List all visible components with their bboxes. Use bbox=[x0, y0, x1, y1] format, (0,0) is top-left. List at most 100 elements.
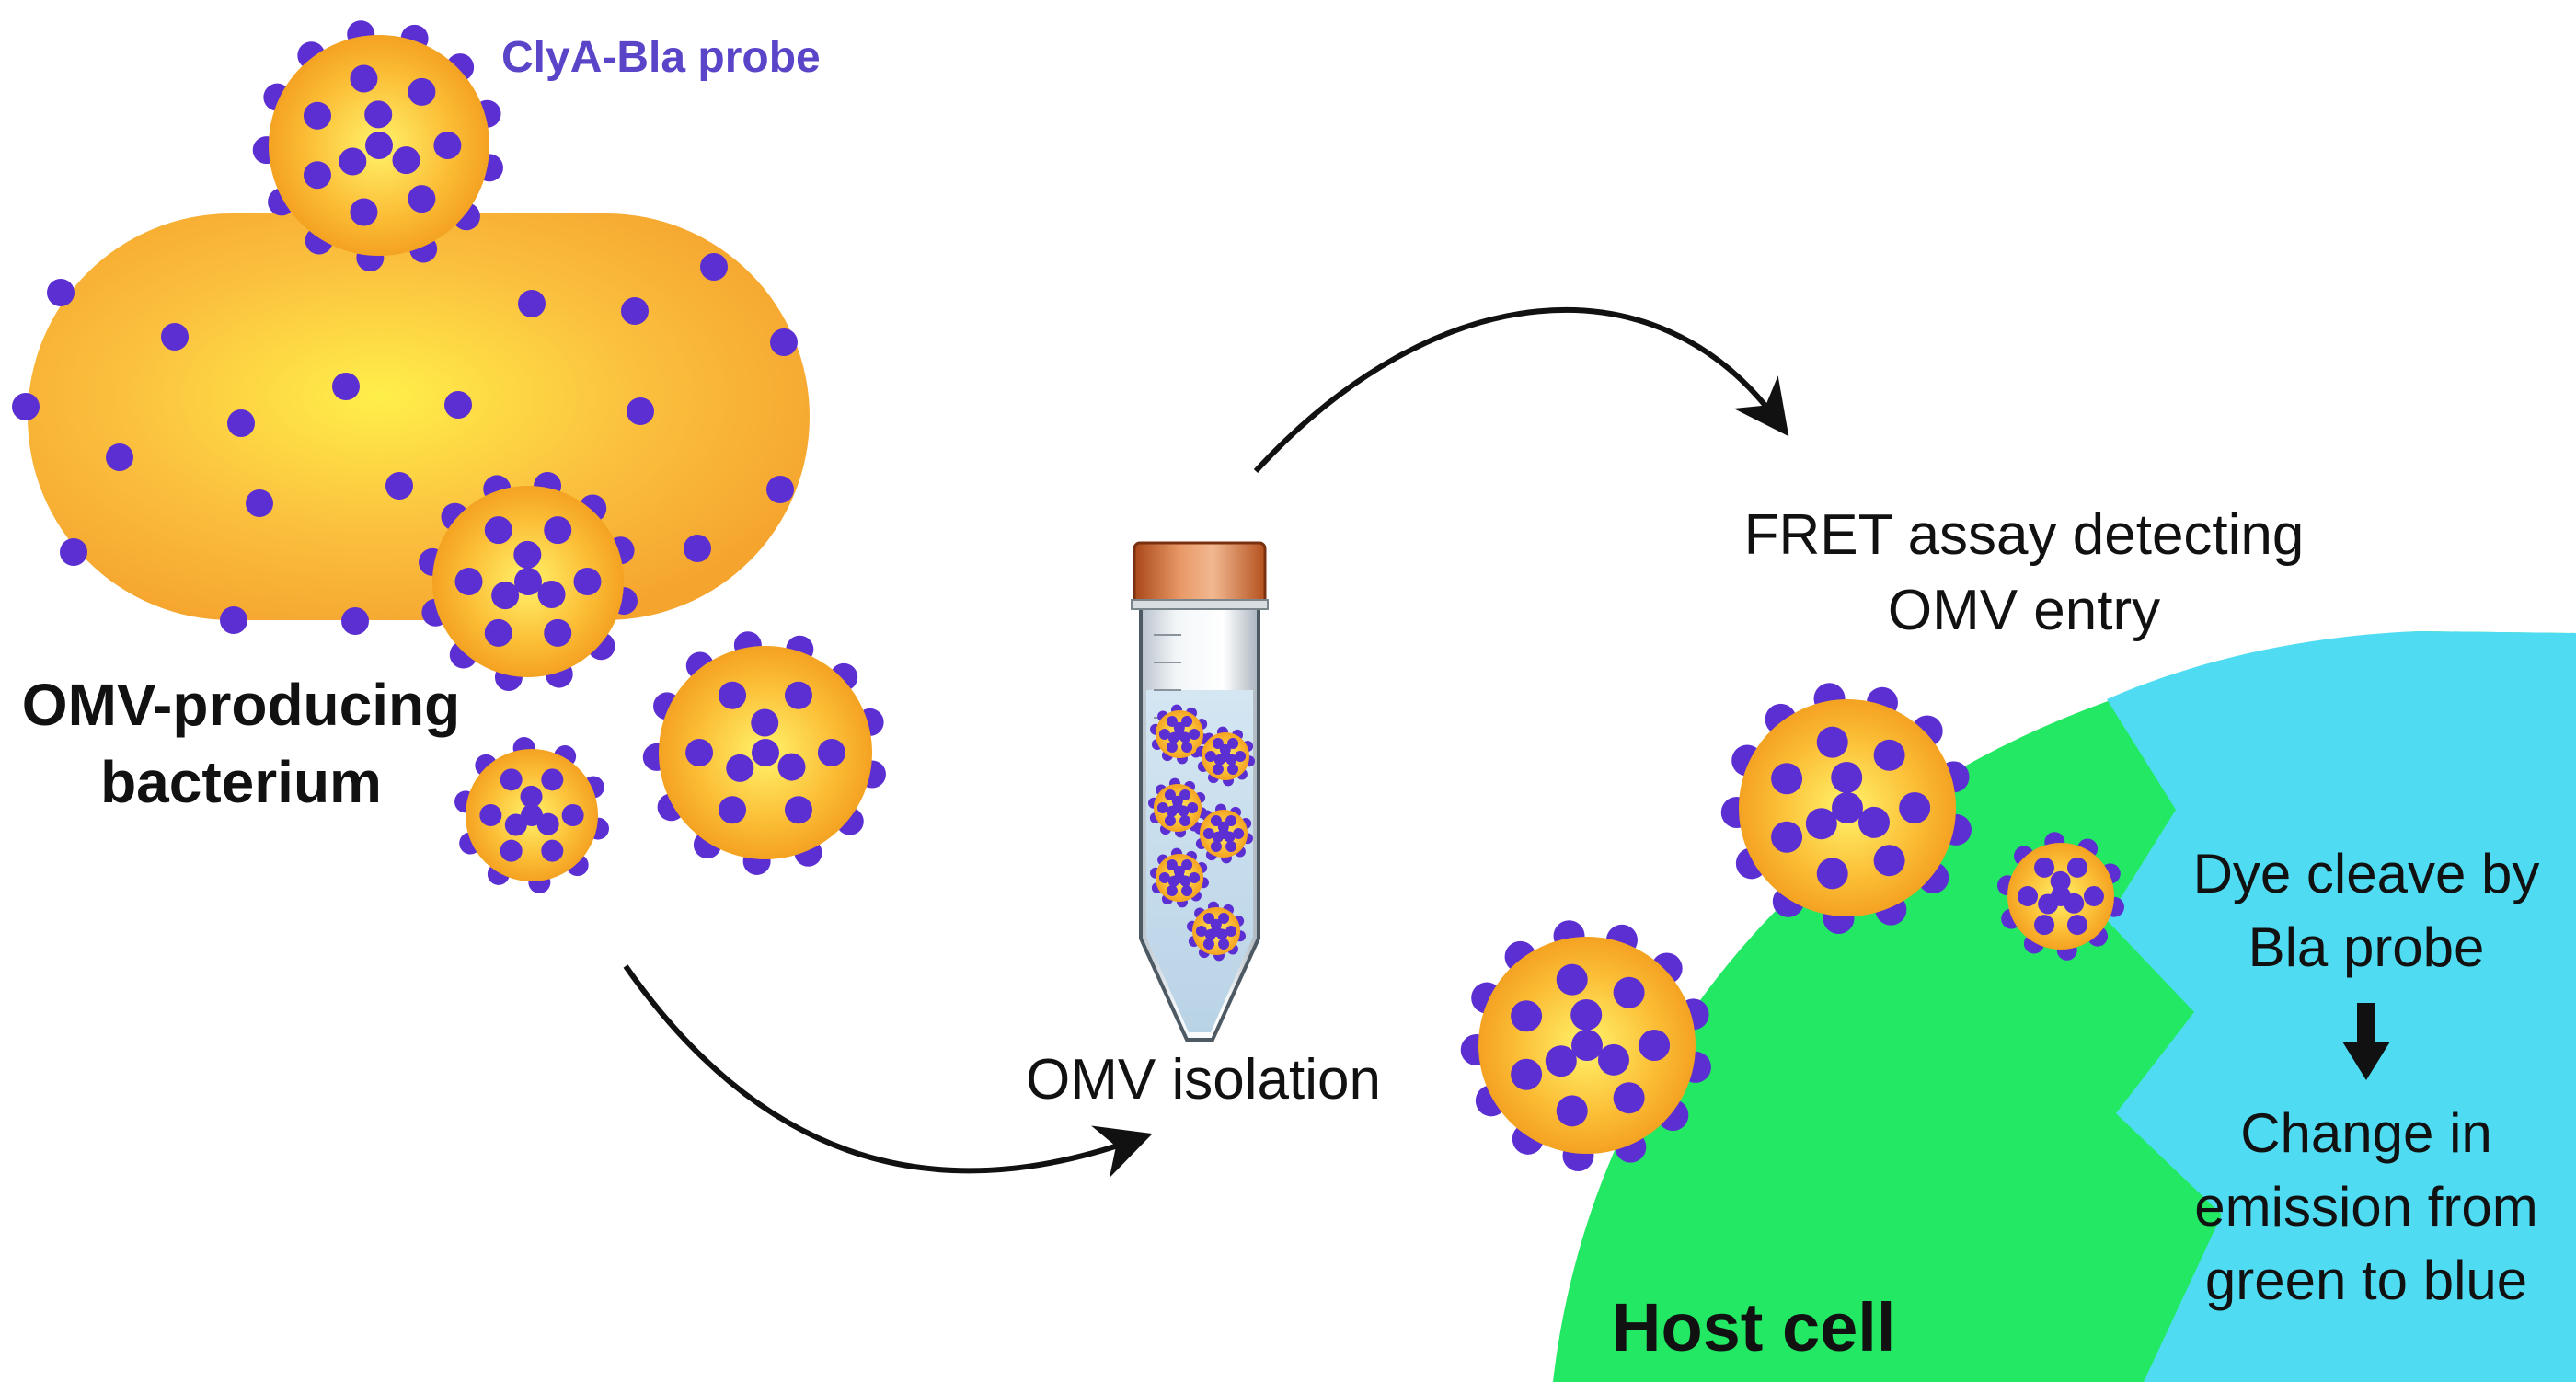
probe-dot bbox=[784, 681, 812, 709]
fret-label-line2: OMV entry bbox=[1888, 579, 2160, 642]
probe-dot bbox=[1174, 872, 1185, 883]
vesicle bbox=[252, 20, 503, 272]
probe-dot bbox=[752, 739, 779, 766]
fret-label-line1: FRET assay detecting bbox=[1744, 503, 2305, 567]
probe-dot bbox=[1174, 729, 1185, 740]
probe-dot bbox=[719, 796, 747, 824]
probe-dot bbox=[1212, 763, 1224, 775]
probe-dot bbox=[484, 618, 512, 647]
centrifuge-tube bbox=[1131, 541, 1269, 1042]
probe-dot bbox=[1225, 840, 1237, 852]
probe-dot bbox=[520, 785, 543, 808]
probe-dot bbox=[1597, 1043, 1629, 1076]
probe-dot bbox=[1218, 938, 1230, 950]
bacterium-label-line1: OMV-producing bbox=[22, 672, 460, 738]
probe-dot bbox=[1195, 926, 1207, 937]
host-cell bbox=[1460, 631, 2576, 1382]
vesicle bbox=[1148, 777, 1207, 838]
vesicle bbox=[1196, 726, 1255, 787]
probe-dot bbox=[227, 409, 255, 437]
probe-dot bbox=[573, 568, 602, 595]
probe-dot bbox=[1639, 1030, 1671, 1061]
probe-dot bbox=[561, 804, 584, 826]
vesicle bbox=[1460, 920, 1711, 1171]
tube-vesicles bbox=[1148, 704, 1255, 962]
probe-dot bbox=[1771, 763, 1803, 795]
vesicle bbox=[454, 737, 609, 893]
probe-dot bbox=[1832, 792, 1863, 823]
probe-dot bbox=[408, 77, 436, 106]
probe-dot bbox=[1212, 738, 1224, 750]
probe-dot bbox=[1202, 913, 1214, 925]
probe-dot bbox=[777, 753, 806, 781]
probe-dot bbox=[521, 804, 543, 826]
probe-dot bbox=[408, 185, 436, 213]
probe-dot bbox=[766, 476, 794, 503]
probe-dot bbox=[726, 754, 754, 782]
vesicle bbox=[1194, 803, 1253, 864]
probe-dot bbox=[1181, 859, 1193, 871]
probe-dot bbox=[2051, 886, 2071, 906]
probe-dot bbox=[1158, 729, 1170, 740]
probe-dot bbox=[1164, 789, 1176, 801]
probe-dot bbox=[1613, 1082, 1645, 1114]
host-cell-label: Host cell bbox=[1612, 1289, 1895, 1365]
probe-dot bbox=[1227, 738, 1239, 750]
probe-dot bbox=[1873, 845, 1905, 877]
probe-dot bbox=[2018, 886, 2039, 906]
probe-dot bbox=[817, 739, 845, 766]
probe-dot bbox=[1225, 926, 1237, 937]
outer-membrane-vesicles bbox=[252, 20, 886, 893]
vesicle bbox=[1720, 683, 1972, 934]
probe-dot bbox=[1556, 963, 1588, 996]
probe-dot bbox=[500, 768, 523, 791]
probe-dot bbox=[454, 568, 483, 595]
probe-dot bbox=[770, 328, 798, 356]
vesicle bbox=[1150, 704, 1209, 765]
probe-dot bbox=[621, 297, 649, 325]
probe-dot bbox=[161, 323, 189, 351]
probe-dot bbox=[1166, 741, 1178, 753]
probe-dot bbox=[1210, 815, 1222, 827]
probe-dot bbox=[1816, 726, 1848, 758]
bacterium-body bbox=[28, 213, 810, 620]
probe-dot bbox=[2066, 857, 2087, 878]
probe-dot bbox=[513, 540, 542, 569]
probe-dot bbox=[2066, 915, 2087, 936]
arrow-to-fret bbox=[1253, 307, 1789, 474]
probe-dot bbox=[518, 290, 546, 317]
probe-dot bbox=[1166, 716, 1178, 728]
probe-dot bbox=[1202, 938, 1214, 950]
probe-dot bbox=[544, 618, 572, 647]
probe-dot bbox=[1805, 808, 1837, 840]
probe-dot bbox=[1211, 926, 1222, 937]
probe-dot bbox=[60, 538, 87, 566]
probe-dot bbox=[1172, 802, 1183, 813]
probe-dot bbox=[719, 681, 747, 709]
probe-dot bbox=[1225, 815, 1237, 827]
probe-dot bbox=[500, 839, 523, 862]
bacterium bbox=[12, 213, 810, 639]
tube-cap-rim bbox=[1131, 599, 1269, 610]
host-cell-cytoplasm-blue bbox=[2107, 631, 2576, 1382]
probe-label: ClyA-Bla probe bbox=[501, 33, 821, 82]
probe-dot bbox=[2050, 870, 2071, 892]
probe-dot bbox=[751, 708, 779, 737]
probe-dot bbox=[1164, 814, 1176, 826]
host-cell-vesicles bbox=[1460, 683, 2124, 1171]
probe-dot bbox=[1771, 821, 1803, 853]
probe-dot bbox=[1831, 761, 1863, 793]
probe-dot bbox=[1179, 789, 1191, 801]
change-label-line2: emission from bbox=[2194, 1176, 2537, 1238]
probe-dot bbox=[1218, 828, 1229, 839]
probe-dot bbox=[444, 391, 472, 419]
vesicle bbox=[1997, 832, 2124, 961]
tube-cap bbox=[1133, 541, 1267, 605]
probe-dot bbox=[332, 373, 360, 400]
probe-dot bbox=[1545, 1045, 1577, 1077]
probe-dot bbox=[2034, 915, 2055, 936]
change-label-line3: green to blue bbox=[2205, 1250, 2527, 1311]
probe-dot bbox=[1218, 913, 1230, 925]
probe-dot bbox=[541, 768, 564, 791]
probe-dot bbox=[1181, 884, 1193, 896]
